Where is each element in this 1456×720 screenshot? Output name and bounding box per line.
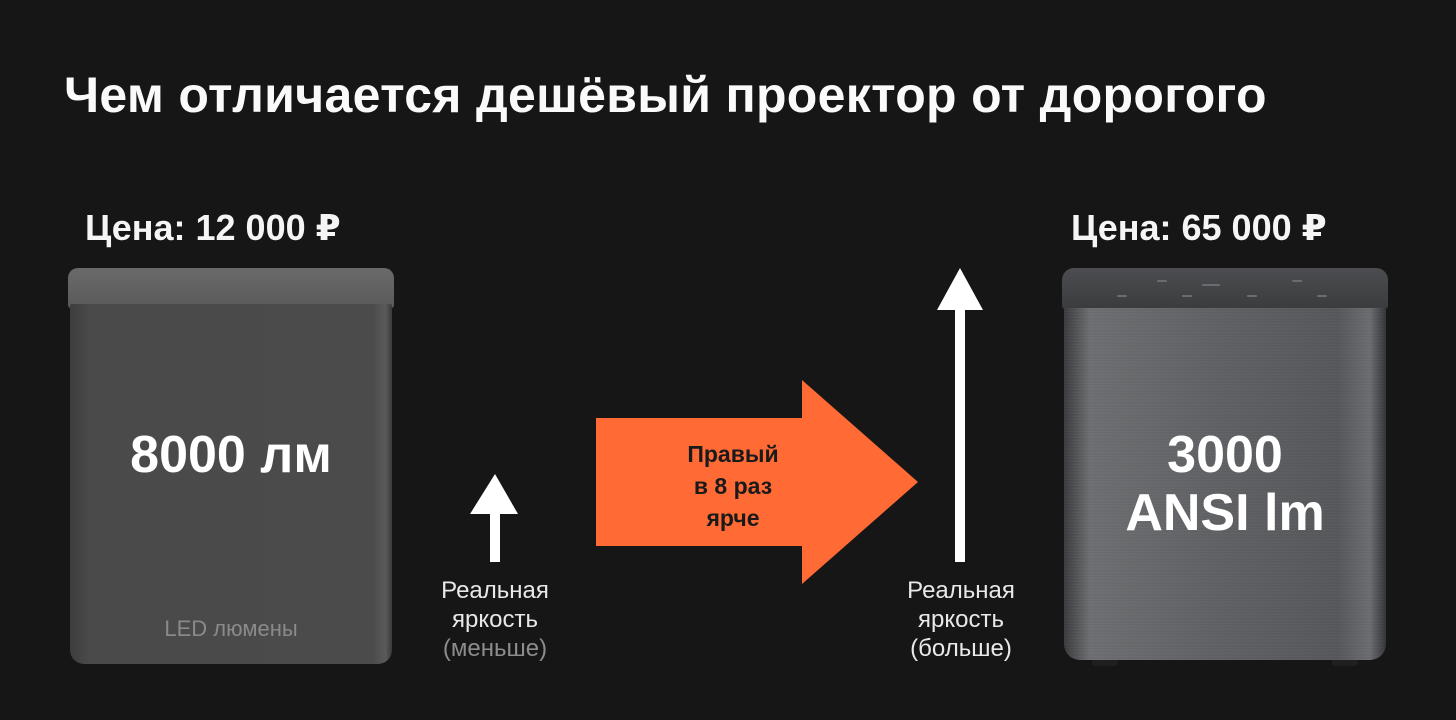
projector-lid [68,268,394,309]
expensive-real-brightness-caption: Реальная яркость (больше) [886,576,1036,663]
small-up-arrow-icon [470,474,518,562]
cheap-real-brightness-caption: Реальная яркость (меньше) [420,576,570,663]
caption-line: Реальная [441,577,549,604]
projector-body [1064,308,1386,660]
label-line: Правый [687,441,779,467]
caption-line: (меньше) [442,635,548,662]
control-dot-icon [1292,280,1302,282]
projector-foot [1332,660,1358,666]
expensive-projector-box: 3000 ANSI lm [1062,268,1388,668]
page-title: Чем отличается дешёвый проектор от дорог… [64,67,1267,123]
cheap-projector-box: 8000 лм LED люмены [68,268,394,664]
caption-line: яркость [918,606,1004,633]
control-dot-icon [1317,295,1327,297]
control-dot-icon [1202,284,1220,286]
expensive-brightness-value: 3000 ANSI lm [1062,426,1388,542]
control-dot-icon [1182,295,1192,297]
label-line: в 8 раз [693,473,773,499]
caption-line: яркость [452,606,538,633]
brightness-line: ANSI lm [1125,484,1325,542]
cheap-brightness-value: 8000 лм [130,426,332,484]
price-cheap: Цена: 12 000 ₽ [85,207,341,248]
right-arrow-icon [596,380,918,584]
brightness-line: 3000 [1167,426,1283,484]
price-expensive: Цена: 65 000 ₽ [1071,207,1327,248]
projector-foot [1092,660,1118,666]
tall-up-arrow-icon [937,268,983,562]
caption-line: (больше) [910,635,1012,662]
control-dot-icon [1117,295,1127,297]
projector-body [70,304,392,664]
comparison-label: Правый в 8 раз ярче [648,438,818,534]
caption-line: Реальная [907,577,1015,604]
control-dot-icon [1157,280,1167,282]
label-line: ярче [706,505,760,531]
control-dot-icon [1247,295,1257,297]
cheap-brightness-note: LED люмены [164,616,298,641]
projector-lid [1062,268,1388,310]
